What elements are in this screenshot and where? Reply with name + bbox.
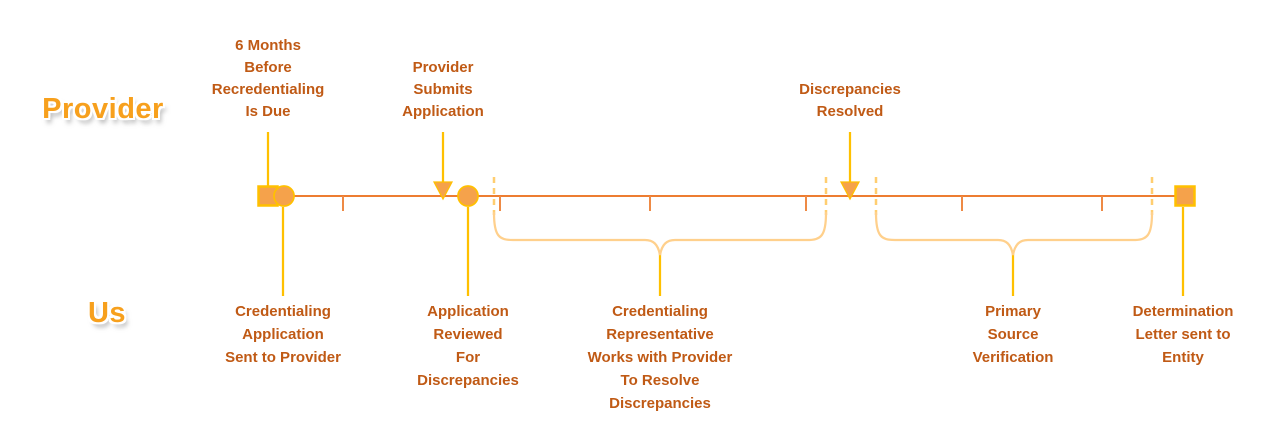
- arrowhead-provider-submits-icon: [432, 181, 454, 201]
- milestone-label-determination-letter: Determination Letter sent to Entity: [1132, 303, 1234, 366]
- timeline-tick-marks: [342, 196, 1103, 211]
- brace-works-with-provider: [492, 211, 828, 256]
- marker-square-end-icon: [1174, 185, 1196, 207]
- marker-circle-application-reviewed-icon: [457, 185, 479, 207]
- connector-lines: [266, 132, 1185, 296]
- milestone-label-credentialing-application-sent: Credentialing Application Sent to Provid…: [225, 303, 341, 366]
- marker-circle-application-sent-icon: [273, 185, 295, 207]
- milestone-label-discrepancies-resolved: Discrepancies Resolved: [799, 81, 901, 120]
- arrowhead-discrepancies-resolved-icon: [839, 181, 861, 201]
- milestone-label-6-months-before-recredentialing: 6 Months Before Recredentialing Is Due: [211, 37, 325, 120]
- milestone-label-provider-submits-application: Provider Submits Application: [402, 59, 484, 120]
- us-lane-label: Us: [87, 297, 127, 329]
- provider-lane-label: Provider: [42, 93, 164, 125]
- milestone-label-application-reviewed-for-discrepancies: Application Reviewed For Discrepancies: [417, 303, 519, 389]
- milestone-label-representative-resolves-discrepancies: Credentialing Representative Works with …: [587, 303, 733, 412]
- milestone-label-primary-source-verification: Primary Source Verification: [972, 303, 1054, 366]
- brace-primary-source-verification: [874, 211, 1154, 256]
